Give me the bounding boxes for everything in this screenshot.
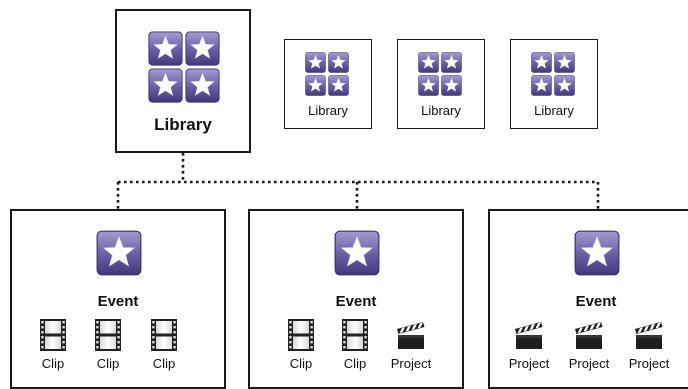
- project-label: Project: [628, 356, 670, 371]
- library-main-label: Library: [154, 115, 212, 134]
- library-label: Library: [308, 103, 348, 118]
- library-stars-icon: [531, 52, 575, 96]
- event-star-icon: [334, 230, 380, 276]
- clip-label: Clip: [152, 356, 176, 371]
- film-clip-icon: [95, 319, 121, 351]
- library-stars-icon: [148, 31, 220, 103]
- library-label: Library: [421, 103, 461, 118]
- event-star-icon: [574, 230, 620, 276]
- clapperboard-icon: [574, 321, 604, 349]
- event-box[interactable]: Event Project Project Project: [488, 209, 688, 389]
- event-label: Event: [335, 293, 377, 310]
- event-box[interactable]: Event Clip Clip Clip: [10, 209, 226, 389]
- clip-label: Clip: [96, 356, 120, 371]
- library-main-box[interactable]: Library: [115, 9, 251, 153]
- film-clip-icon: [40, 319, 66, 351]
- film-clip-icon: [342, 319, 368, 351]
- library-box[interactable]: Library: [284, 39, 372, 129]
- film-clip-icon: [151, 319, 177, 351]
- event-label: Event: [97, 293, 139, 310]
- event-star-icon: [96, 230, 142, 276]
- clip-label: Clip: [289, 356, 313, 371]
- film-clip-icon: [288, 319, 314, 351]
- project-label: Project: [568, 356, 610, 371]
- library-label: Library: [534, 103, 574, 118]
- project-label: Project: [390, 356, 432, 371]
- library-stars-icon: [305, 52, 349, 96]
- clapperboard-icon: [634, 321, 664, 349]
- library-box[interactable]: Library: [510, 39, 598, 129]
- clapperboard-icon: [396, 321, 426, 349]
- clip-label: Clip: [343, 356, 367, 371]
- library-box[interactable]: Library: [397, 39, 485, 129]
- event-label: Event: [575, 293, 617, 310]
- library-stars-icon: [418, 52, 462, 96]
- clapperboard-icon: [514, 321, 544, 349]
- event-box[interactable]: Event Clip Clip Project: [248, 209, 464, 389]
- project-label: Project: [508, 356, 550, 371]
- clip-label: Clip: [41, 356, 65, 371]
